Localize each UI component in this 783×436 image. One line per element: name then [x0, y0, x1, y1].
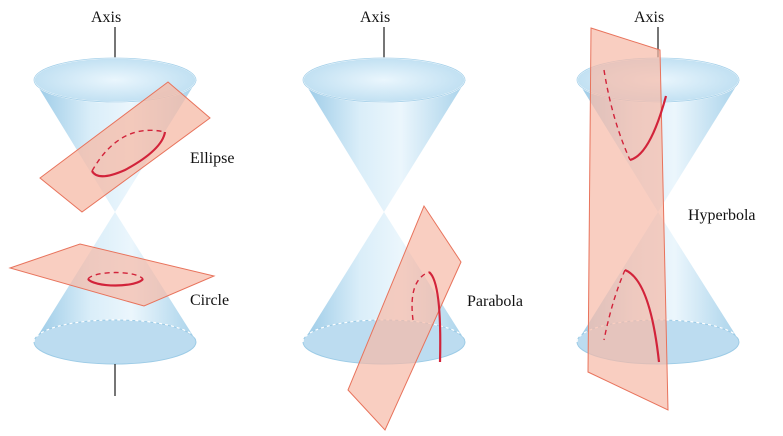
hyperbola-label: Hyperbola: [688, 207, 756, 224]
hyperbola-plane: [587, 27, 669, 411]
panel-ellipse-circle: Axis Ellipse Circle: [8, 9, 234, 396]
hyperbola-upper-hidden: [603, 69, 631, 161]
parabola-plane: [347, 204, 462, 431]
parabola-curve: [428, 271, 442, 363]
circle-curve-hidden: [87, 271, 144, 280]
circle-label: Circle: [190, 292, 229, 309]
upper-cone: [302, 57, 466, 212]
ellipse-curve: [91, 131, 167, 178]
panel-parabola: Axis Parabola: [302, 9, 523, 431]
ellipse-plane: [39, 81, 211, 213]
ellipse-label: Ellipse: [190, 150, 234, 167]
circle-plane: [8, 243, 216, 307]
axis-label: Axis: [360, 9, 390, 26]
parabola-label: Parabola: [467, 293, 523, 310]
hyperbola-lower-curve: [624, 268, 661, 363]
axis-label: Axis: [91, 9, 121, 26]
panel-hyperbola: Axis Hyperbola: [576, 9, 756, 411]
ellipse-curve-hidden: [91, 129, 166, 172]
hyperbola-upper-curve: [629, 95, 668, 162]
axis-label: Axis: [634, 9, 664, 26]
hyperbola-lower-hidden: [603, 269, 626, 341]
circle-curve: [87, 278, 144, 287]
